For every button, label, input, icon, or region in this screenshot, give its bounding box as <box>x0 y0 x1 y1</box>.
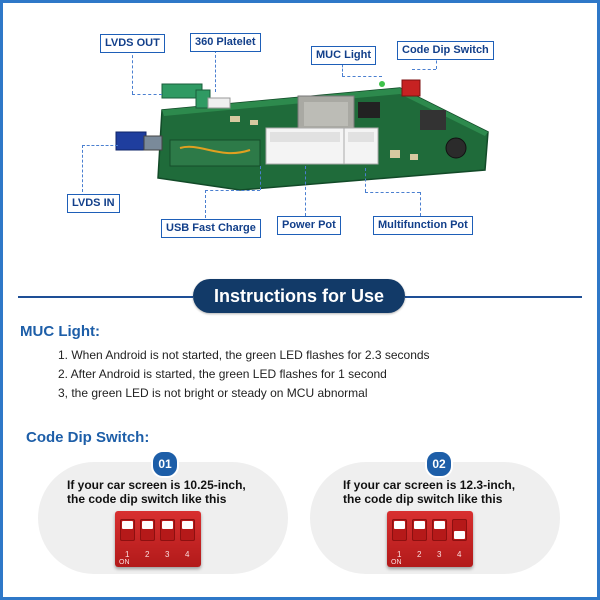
dip-2-on-label: ON <box>391 559 402 566</box>
muc-light-title: MUC Light: <box>20 323 100 340</box>
card-1-line-1: If your car screen is 10.25-inch, <box>67 478 246 492</box>
badge-02: 02 <box>425 450 453 478</box>
badge-01: 01 <box>151 450 179 478</box>
dip-1-num-2: 2 <box>145 550 150 559</box>
dip-2-num-1: 1 <box>397 550 402 559</box>
dip-1-on-label: ON <box>119 559 130 566</box>
leader-lvds-in <box>82 145 83 192</box>
card-2-line-1: If your car screen is 12.3-inch, <box>343 478 516 492</box>
dip-2-switch-2 <box>412 519 427 541</box>
platelet-connector <box>207 97 231 109</box>
dip-knob <box>142 521 153 529</box>
leader-muc-h <box>342 76 382 77</box>
muc-line-3: 3, the green LED is not bright or steady… <box>58 386 368 400</box>
dip-1-num-3: 3 <box>165 550 170 559</box>
label-lvds-out: LVDS OUT <box>100 34 165 53</box>
component <box>250 120 258 125</box>
leader-dip-h <box>412 69 436 70</box>
dip-1-switch-4 <box>180 519 195 541</box>
daughter-card <box>169 139 261 167</box>
muc-line-2: 2. After Android is started, the green L… <box>58 367 387 381</box>
power-pot-slot <box>270 132 340 142</box>
dip-1-num-4: 4 <box>185 550 190 559</box>
component <box>230 116 240 122</box>
dip-2-switch-3 <box>432 519 447 541</box>
dip-switch-title: Code Dip Switch: <box>26 429 150 446</box>
label-code-dip-switch: Code Dip Switch <box>397 41 494 60</box>
leader-multi <box>365 168 366 192</box>
lvds-in-plug <box>143 135 163 151</box>
dip-knob <box>394 521 405 529</box>
dip-knob <box>414 521 425 529</box>
card-1-line-2: the code dip switch like this <box>67 492 227 506</box>
leader-multi-h <box>365 192 420 193</box>
dip-switch-2: 1 2 3 4 ON <box>387 511 473 567</box>
leader-dip <box>436 55 437 69</box>
leader-lvds-in-h <box>82 145 118 146</box>
component <box>390 150 400 158</box>
dip-knob <box>434 521 445 529</box>
ribbon-cable <box>179 145 251 155</box>
pcb-dip-switch <box>401 79 421 97</box>
multifunction-pot-slot <box>348 132 374 142</box>
dip-knob <box>454 531 465 539</box>
chip <box>420 110 446 130</box>
label-power-pot: Power Pot <box>277 216 341 235</box>
dip-2-num-2: 2 <box>417 550 422 559</box>
inductor <box>445 137 467 159</box>
chip <box>358 102 380 118</box>
pcb-board-illustration <box>115 79 489 191</box>
leader-multi-v2 <box>420 192 421 216</box>
dip-1-switch-3 <box>160 519 175 541</box>
label-usb-fast-charge: USB Fast Charge <box>161 219 261 238</box>
muc-line-1: 1. When Android is not started, the gree… <box>58 348 430 362</box>
muc-led <box>379 81 385 87</box>
divider-right <box>405 296 582 298</box>
divider-left <box>18 296 193 298</box>
dip-switch-1: 1 2 3 4 ON <box>115 511 201 567</box>
dip-2-switch-4 <box>452 519 467 541</box>
label-multifunction-pot: Multifunction Pot <box>373 216 473 235</box>
dip-2-num-3: 3 <box>437 550 442 559</box>
label-muc-light: MUC Light <box>311 46 376 65</box>
dip-1-switch-1 <box>120 519 135 541</box>
label-360-platelet: 360 Platelet <box>190 33 261 52</box>
leader-platelet <box>215 50 216 92</box>
dip-2-switch-1 <box>392 519 407 541</box>
dip-2-num-4: 4 <box>457 550 462 559</box>
instructions-title: Instructions for Use <box>193 279 405 313</box>
component <box>410 154 418 160</box>
dip-1-num-1: 1 <box>125 550 130 559</box>
card-2-line-2: the code dip switch like this <box>343 492 503 506</box>
soc-shield <box>304 102 348 126</box>
dip-knob <box>162 521 173 529</box>
leader-power <box>305 166 306 216</box>
leader-lvds-out-h <box>132 94 162 95</box>
leader-lvds-out <box>132 50 133 94</box>
leader-usb-v2 <box>260 166 261 190</box>
dip-knob <box>122 521 133 529</box>
leader-muc <box>342 60 343 76</box>
leader-usb-h <box>205 190 260 191</box>
label-lvds-in: LVDS IN <box>67 194 120 213</box>
lvds-in-connector <box>115 131 147 151</box>
dip-knob <box>182 521 193 529</box>
dip-1-switch-2 <box>140 519 155 541</box>
leader-usb <box>205 190 206 218</box>
